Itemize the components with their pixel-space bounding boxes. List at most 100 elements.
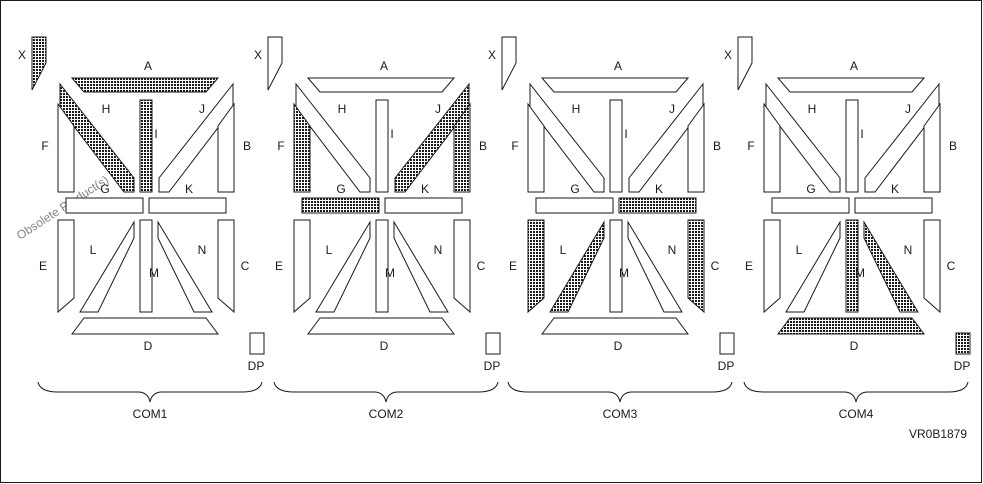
segment-dp	[485, 332, 501, 355]
label-dp: DP	[484, 359, 501, 373]
label-c: C	[241, 259, 250, 273]
segment-a	[776, 77, 926, 93]
segment-f-lit	[293, 102, 311, 193]
com-label: COM1	[133, 407, 168, 421]
label-m: M	[149, 266, 159, 280]
label-c: C	[711, 259, 720, 273]
label-f: F	[747, 139, 754, 153]
segment-b	[687, 102, 705, 193]
label-f: F	[41, 139, 48, 153]
segment-m	[139, 219, 153, 313]
label-x: X	[724, 48, 732, 62]
com-brace	[37, 381, 263, 403]
segment-e	[57, 219, 75, 314]
label-e: E	[509, 259, 517, 273]
segment-g	[535, 197, 614, 214]
label-d: D	[850, 339, 859, 353]
segment-n	[393, 220, 449, 313]
segment-d-lit	[777, 317, 925, 335]
label-a: A	[614, 59, 622, 73]
segment-l	[785, 220, 841, 313]
segment-h	[765, 82, 841, 193]
segment-dp-lit	[955, 332, 971, 355]
label-k: K	[891, 182, 899, 196]
segment-i-lit	[139, 99, 153, 193]
com-brace	[273, 381, 499, 403]
label-x: X	[488, 48, 496, 62]
segment-i	[609, 99, 623, 193]
label-b: B	[243, 139, 251, 153]
label-e: E	[39, 259, 47, 273]
label-j: J	[199, 102, 205, 116]
label-f: F	[511, 139, 518, 153]
label-g: G	[100, 182, 109, 196]
label-j: J	[669, 102, 675, 116]
label-m: M	[855, 266, 865, 280]
com-brace	[743, 381, 969, 403]
segment-x	[737, 36, 753, 91]
segment-g	[65, 197, 144, 214]
label-i: I	[154, 127, 157, 141]
label-d: D	[144, 339, 153, 353]
segment-x-lit	[31, 36, 47, 91]
segment-l	[79, 220, 135, 313]
segment-j	[628, 82, 704, 193]
segment-dp	[249, 332, 265, 355]
label-m: M	[619, 266, 629, 280]
label-m: M	[385, 266, 395, 280]
label-k: K	[185, 182, 193, 196]
label-k: K	[421, 182, 429, 196]
segment-d	[307, 317, 455, 335]
segment-b	[923, 102, 941, 193]
segment-m	[609, 219, 623, 313]
label-l: L	[560, 243, 567, 257]
label-h: H	[102, 102, 111, 116]
label-h: H	[338, 102, 347, 116]
segment-m-lit	[845, 219, 859, 313]
segment-d	[541, 317, 689, 335]
segment-n-lit	[863, 220, 919, 313]
segment-i	[845, 99, 859, 193]
label-h: H	[808, 102, 817, 116]
segment-c	[923, 219, 941, 314]
segment-f	[57, 102, 75, 193]
segment-c	[217, 219, 235, 314]
label-dp: DP	[718, 359, 735, 373]
label-e: E	[275, 259, 283, 273]
label-e: E	[745, 259, 753, 273]
label-x: X	[18, 48, 26, 62]
segment-f	[763, 102, 781, 193]
label-l: L	[326, 243, 333, 257]
label-g: G	[570, 182, 579, 196]
segment-d	[71, 317, 219, 335]
label-n: N	[198, 243, 207, 257]
segment-e-lit	[527, 219, 545, 314]
segment-m	[375, 219, 389, 313]
segment-k	[148, 197, 227, 214]
label-b: B	[949, 139, 957, 153]
com-label: COM3	[603, 407, 638, 421]
label-l: L	[90, 243, 97, 257]
label-n: N	[904, 243, 913, 257]
label-b: B	[479, 139, 487, 153]
segment-k	[384, 197, 463, 214]
segment-a	[540, 77, 690, 93]
label-j: J	[905, 102, 911, 116]
label-g: G	[336, 182, 345, 196]
segment-h	[529, 82, 605, 193]
segment-e	[763, 219, 781, 314]
label-a: A	[850, 59, 858, 73]
label-n: N	[668, 243, 677, 257]
label-c: C	[477, 259, 486, 273]
label-n: N	[434, 243, 443, 257]
segment-j	[158, 82, 234, 193]
label-b: B	[713, 139, 721, 153]
segment-x	[267, 36, 283, 91]
segment-n	[627, 220, 683, 313]
com-label: COM4	[839, 407, 874, 421]
